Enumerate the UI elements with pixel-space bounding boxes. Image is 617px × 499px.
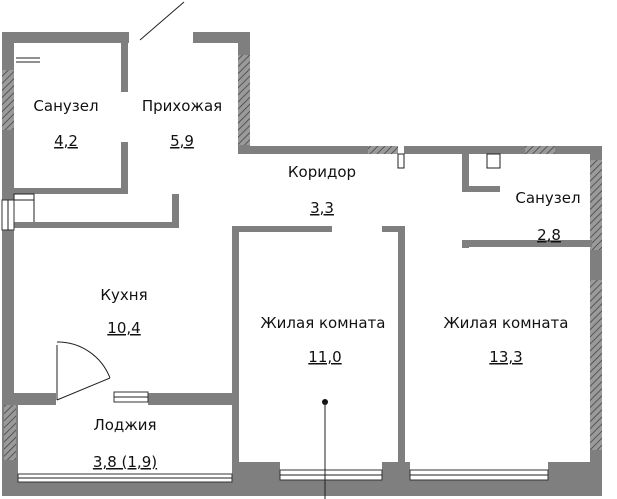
room-name-loggia: Лоджия	[93, 416, 156, 434]
room-area-living-1: 11,0	[308, 348, 341, 366]
room-name-living-2: Жилая комната	[444, 314, 569, 332]
room-area-loggia: 3,8 (1,9)	[93, 453, 157, 471]
fixtures	[14, 57, 40, 201]
room-labels: Санузел 4,2 Прихожая 5,9 Коридор 3,3 Сан…	[33, 97, 580, 471]
room-name-bathroom-1: Санузел	[33, 97, 98, 115]
windows	[1, 199, 549, 483]
axis-marker	[322, 399, 328, 499]
room-area-living-2: 13,3	[489, 348, 522, 366]
room-name-living-1: Жилая комната	[261, 314, 386, 332]
room-area-bathroom-1: 4,2	[54, 132, 78, 150]
room-area-bathroom-2: 2,8	[537, 226, 561, 244]
partitions	[12, 32, 592, 482]
room-area-kitchen: 10,4	[107, 319, 140, 337]
room-name-corridor: Коридор	[288, 163, 356, 181]
entrance-door	[139, 1, 185, 41]
outer-walls	[2, 32, 602, 496]
room-area-corridor: 3,3	[310, 199, 334, 217]
room-area-hallway: 5,9	[170, 132, 194, 150]
room-name-hallway: Прихожая	[142, 97, 222, 115]
room-name-bathroom-2: Санузел	[515, 189, 580, 207]
room-name-kitchen: Кухня	[100, 286, 147, 304]
loggia-door	[56, 341, 149, 403]
